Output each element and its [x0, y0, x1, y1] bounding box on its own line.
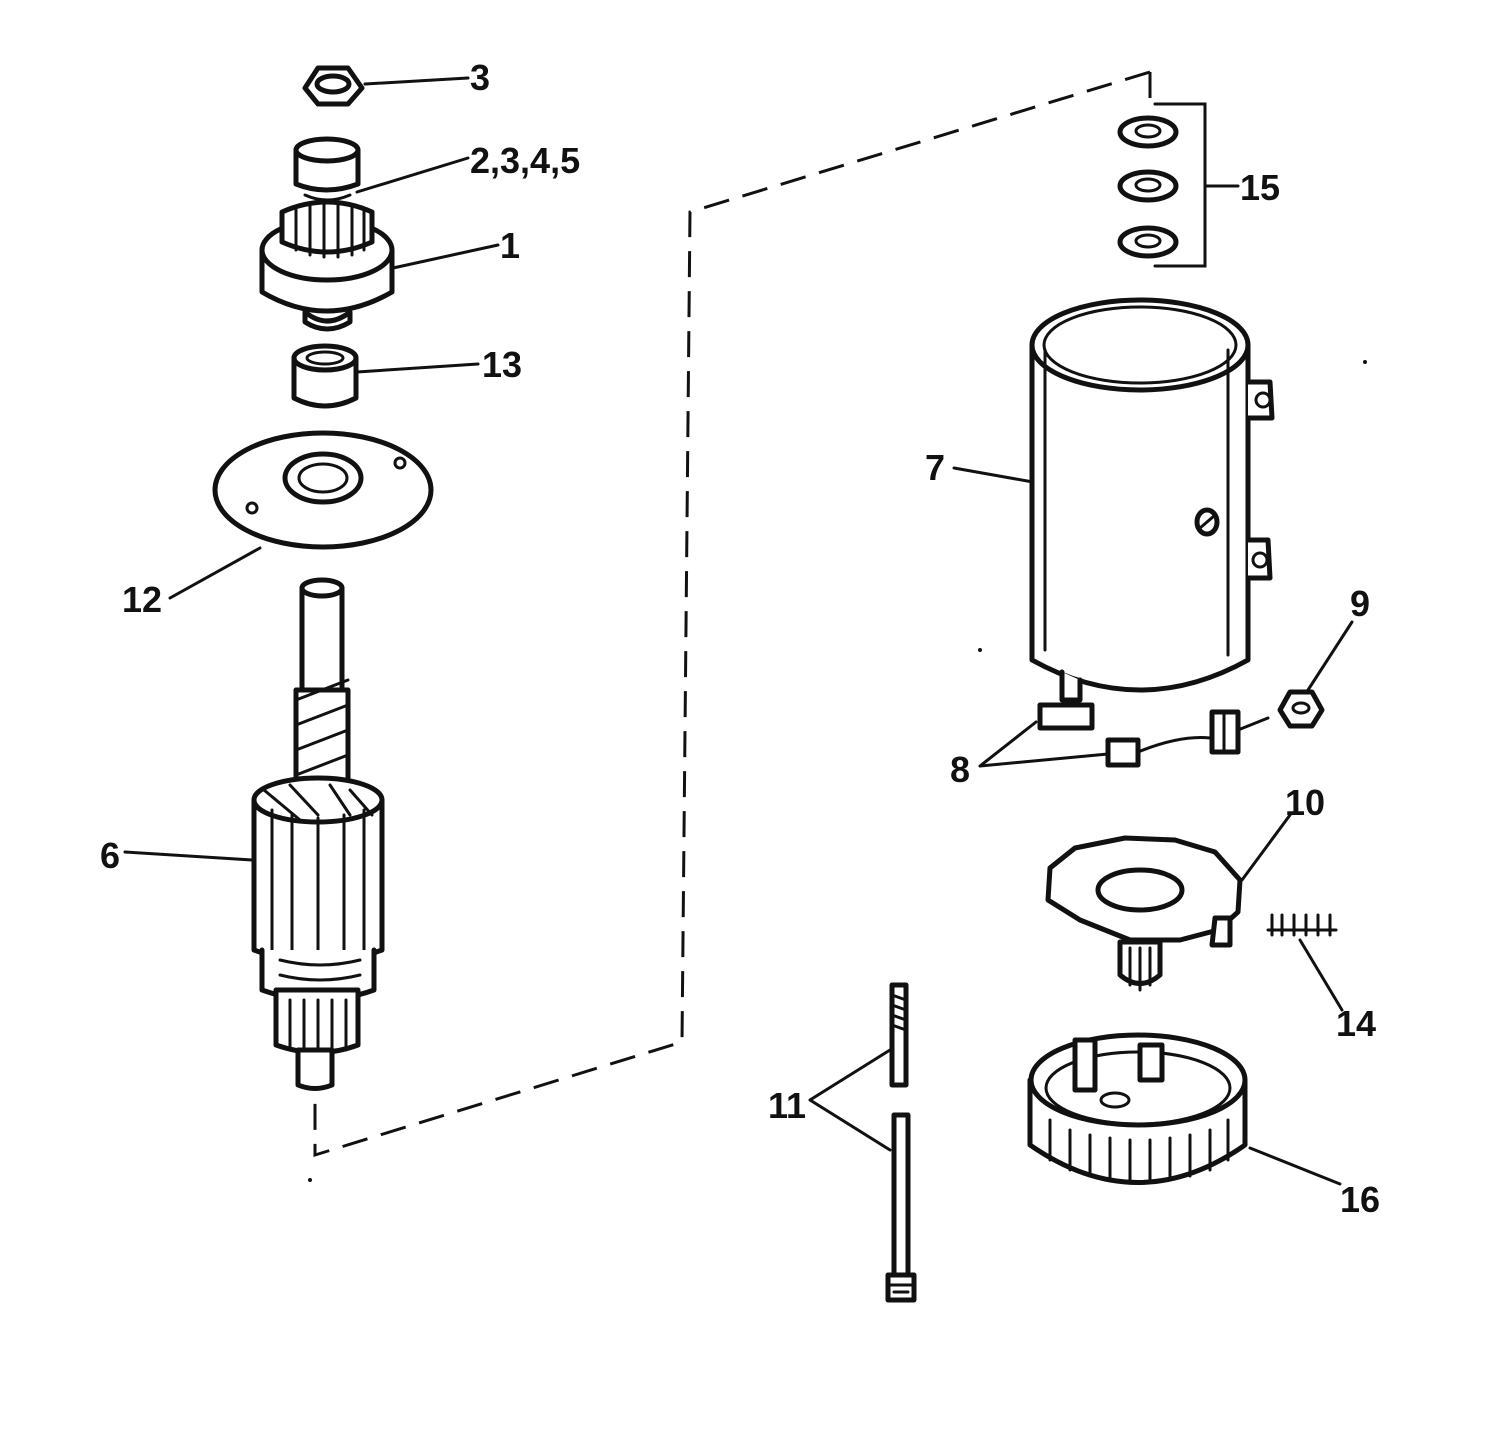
callout-15: 15 [1240, 167, 1280, 208]
part-armature [251, 577, 385, 1091]
callout-6: 6 [100, 835, 120, 876]
part-nut [302, 65, 365, 107]
callout-13: 13 [482, 344, 522, 385]
callout-10: 10 [1285, 782, 1325, 823]
part-brushes [1037, 702, 1270, 768]
speck [978, 648, 982, 652]
callout-8: 8 [950, 749, 970, 790]
part-bushing [291, 343, 359, 409]
part-drive-gear [259, 199, 395, 332]
part-drive-pinion [293, 136, 361, 202]
callout-7: 7 [925, 447, 945, 488]
leader-lines [123, 76, 1354, 1186]
part-washers [1117, 115, 1179, 259]
assembly-dashed-line [313, 70, 1152, 1158]
part-brush-plate [1045, 835, 1243, 992]
callout-16: 16 [1340, 1179, 1380, 1220]
callout-9: 9 [1350, 583, 1370, 624]
part-end-cap [1027, 1032, 1248, 1185]
part-through-bolts [885, 982, 917, 1303]
part-end-plate [212, 430, 434, 550]
callout-3: 3 [470, 57, 490, 98]
speck [308, 1178, 312, 1182]
part-terminal-nut [1277, 689, 1325, 729]
part-field-housing [1029, 297, 1275, 703]
speck [1363, 360, 1367, 364]
callout-1: 1 [500, 225, 520, 266]
part-springs [1266, 913, 1338, 937]
callout-2-3-4-5: 2,3,4,5 [470, 140, 580, 181]
callout-14: 14 [1336, 1003, 1376, 1044]
callout-12: 12 [122, 579, 162, 620]
callout-11: 11 [768, 1085, 806, 1126]
